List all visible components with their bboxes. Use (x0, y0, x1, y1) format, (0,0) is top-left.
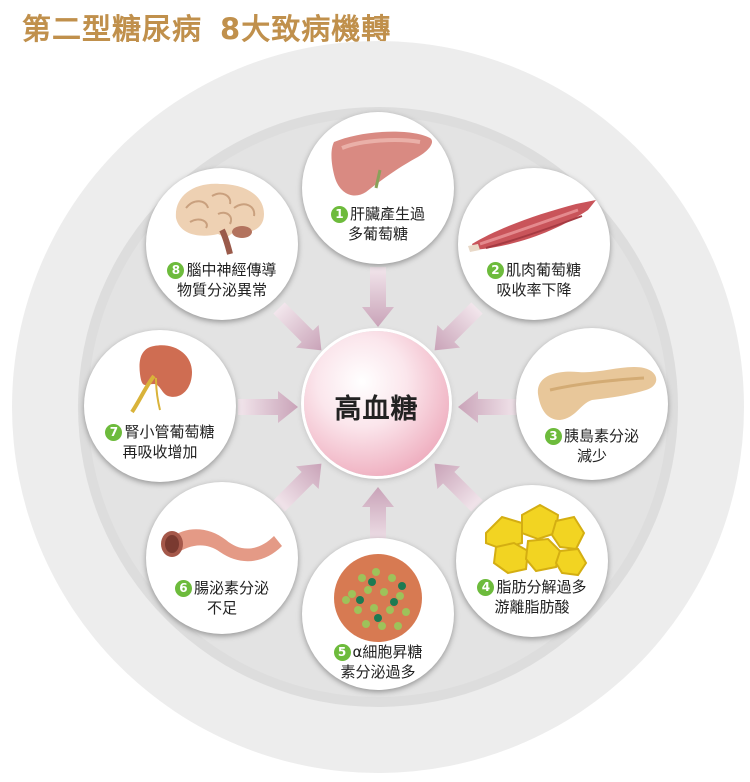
label-line1: 肌肉葡萄糖 (505, 261, 581, 279)
label-line1: 腎小管葡萄糖 (124, 423, 215, 441)
title-main: 第二型糖尿病 (22, 12, 203, 46)
label-line2: 減少 (576, 447, 607, 465)
label-line2: 素分泌過多 (340, 663, 416, 681)
arrow-from-8 (273, 302, 322, 351)
label-line2: 不足 (206, 599, 237, 617)
arrow-from-1 (362, 267, 394, 327)
number-badge: 4 (477, 579, 495, 596)
label-line2: 物質分泌異常 (176, 281, 267, 299)
pancreas-icon (537, 367, 657, 420)
title-sub: 8大致病機轉 (220, 12, 392, 46)
number-badge: 3 (544, 428, 562, 445)
arrow-from-4 (434, 463, 483, 512)
arrow-from-7 (238, 391, 298, 423)
fat-cells-icon (485, 503, 588, 577)
liver-icon (331, 131, 433, 196)
brain-icon (175, 183, 264, 255)
arrow-from-3 (458, 391, 518, 423)
number-badge: 5 (333, 644, 351, 661)
label-line2: 多葡萄糖 (347, 225, 408, 243)
arrow-from-2 (434, 302, 483, 351)
kidney-icon (130, 345, 192, 414)
label-line1: 腸泌素分泌 (193, 579, 269, 597)
label-line1: 腦中神經傳導 (186, 261, 277, 279)
page-title: 第二型糖尿病 8大致病機轉 (22, 6, 391, 48)
label-line1: 脂肪分解過多 (496, 578, 587, 596)
label-line2: 再吸收增加 (122, 443, 198, 461)
label-line1: α細胞昇糖 (352, 643, 423, 661)
center-label: 高血糖 (334, 394, 419, 425)
arrow-from-5 (362, 487, 394, 547)
center-hyperglycemia: 高血糖 (304, 331, 449, 476)
label-line2: 游離脂肪酸 (494, 598, 570, 616)
arrow-from-6 (273, 463, 322, 512)
number-badge: 7 (105, 424, 123, 441)
number-badge: 6 (174, 580, 192, 597)
label-line1: 胰島素分泌 (563, 427, 639, 445)
number-badge: 2 (486, 262, 504, 279)
intestine-icon (161, 529, 282, 562)
muscle-icon (468, 200, 596, 252)
label-line2: 吸收率下降 (496, 281, 572, 299)
number-badge: 8 (167, 262, 185, 279)
label-line1: 肝臟產生過 (349, 205, 425, 223)
number-badge: 1 (330, 206, 348, 223)
islet-cells-icon (334, 554, 422, 642)
